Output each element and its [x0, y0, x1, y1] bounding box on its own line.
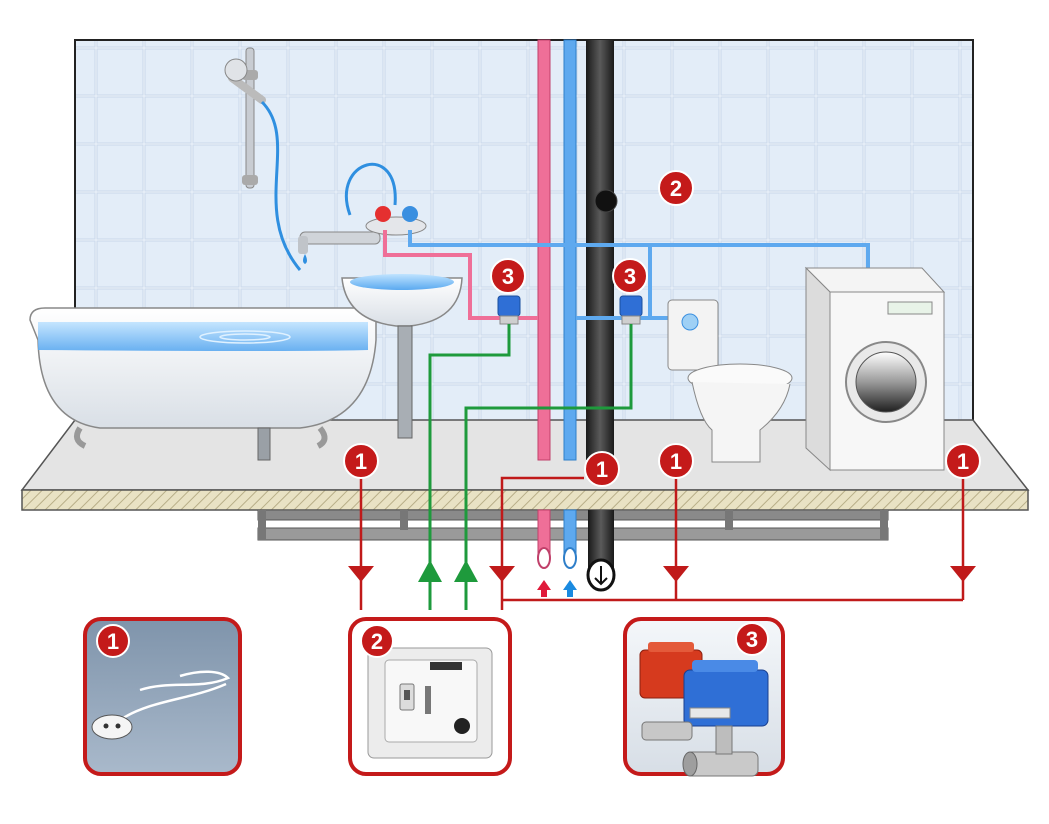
badge-number: 1: [107, 629, 119, 654]
legend-panel-sensor: 1: [83, 617, 242, 776]
badge-valve-cold: 3: [612, 258, 648, 294]
leak-controller-icon: [367, 647, 493, 759]
legend-panel-controller: 2: [348, 617, 512, 776]
badge-number: 3: [624, 264, 636, 289]
badge-sensor-bath: 1: [343, 443, 379, 479]
supply-branches: [383, 230, 870, 325]
badge-sensor-washer: 1: [945, 443, 981, 479]
legend-panel-valve: 3: [623, 617, 785, 777]
motorized-ball-valve-icon: [639, 642, 769, 777]
badge-number: 3: [746, 627, 758, 652]
toilet-icon: [667, 299, 793, 463]
badge-valve-hot: 3: [490, 258, 526, 294]
badge-sensor-riser: 1: [584, 451, 620, 487]
washing-machine-icon: [804, 266, 946, 472]
badge-number: 3: [502, 264, 514, 289]
badge-number: 1: [596, 457, 608, 482]
mixer-faucet-icon: [298, 162, 427, 264]
sensor-arrows: [348, 566, 976, 582]
badge-controller-wall: 2: [658, 170, 694, 206]
badge-number: 1: [670, 449, 682, 474]
badge-number: 1: [355, 449, 367, 474]
shower-icon: [224, 47, 302, 271]
water-leak-sensor-icon: [91, 670, 231, 740]
badge-number: 2: [371, 629, 383, 654]
badge-number: 1: [957, 449, 969, 474]
bathtub-icon: [29, 307, 377, 461]
badge-sensor-toilet: 1: [658, 443, 694, 479]
valve-control-lines: [428, 324, 633, 610]
risers: [537, 39, 618, 597]
badge-number: 2: [670, 176, 682, 201]
control-arrows: [418, 560, 478, 582]
sink-icon: [341, 274, 463, 439]
